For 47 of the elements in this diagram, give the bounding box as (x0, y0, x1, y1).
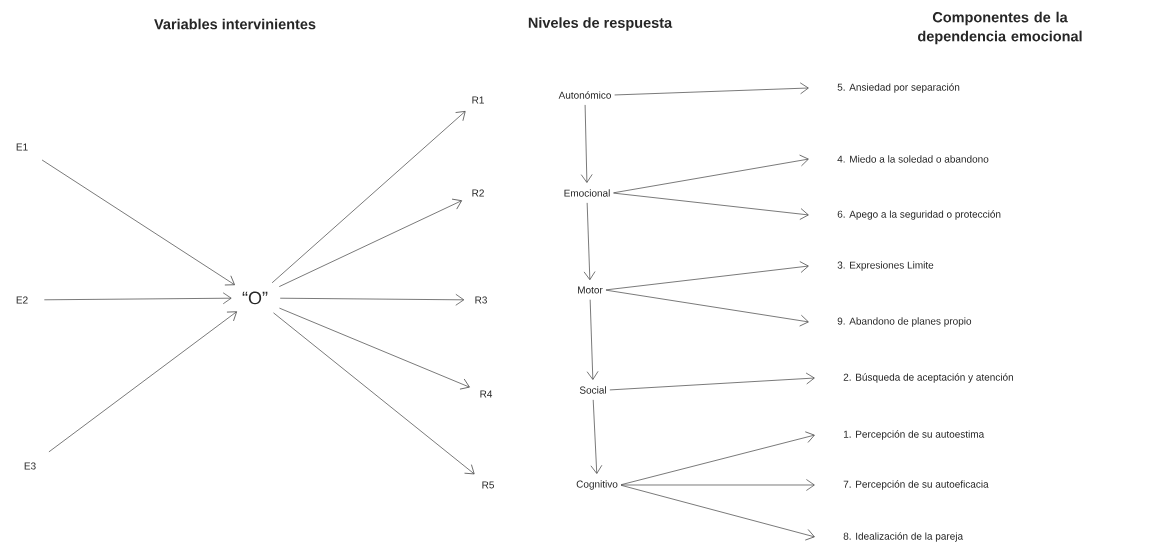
response-label: R1 (472, 96, 484, 104)
level-label: Emocional (564, 189, 610, 197)
component-label: 8. Idealización de la pareja (843, 532, 964, 542)
arrow (620, 479, 815, 491)
component-label: 7. Percepción de su autoeficacia (843, 480, 989, 490)
component-label: 1. Percepción de su autoestima (843, 430, 985, 440)
arrow (273, 312, 475, 475)
variable-label: E1 (16, 143, 28, 151)
component-label: 9. Abandono de planes propio (837, 317, 972, 327)
organism-label: “O” (242, 291, 268, 305)
response-label: R4 (480, 390, 493, 398)
arrow (278, 198, 462, 287)
response-label: R3 (475, 296, 487, 304)
level-label: Motor (578, 286, 603, 294)
column-heading: Componentes de la dependencia emocional (918, 11, 1082, 45)
arrow (279, 293, 465, 306)
response-label: R5 (482, 481, 494, 489)
level-label: Cognitivo (576, 480, 618, 490)
arrow (580, 104, 593, 183)
arrow (41, 159, 235, 286)
arrow (271, 111, 466, 284)
arrow (583, 202, 596, 281)
variable-label: E2 (16, 296, 28, 304)
column-heading: Variables intervinientes (154, 18, 316, 30)
column-heading: Niveles de respuesta (528, 17, 673, 31)
arrow (613, 154, 809, 194)
arrow (614, 82, 809, 96)
component-label: 5. Ansiedad por separación (837, 83, 960, 93)
arrow (586, 299, 599, 380)
level-label: Social (579, 386, 606, 394)
arrow (590, 399, 603, 474)
arrow (609, 372, 815, 391)
arrow (48, 311, 237, 453)
level-label: Autonómico (558, 91, 611, 99)
arrow (279, 307, 470, 390)
arrow (605, 261, 809, 291)
component-label: 3. Expresiones Limite (837, 261, 934, 271)
arrow (613, 192, 809, 220)
arrow (605, 289, 809, 327)
component-label: 4. Miedo a la soledad o abandono (837, 155, 989, 163)
component-label: 2. Búsqueda de aceptación y atención (843, 373, 1013, 383)
variable-label: E3 (24, 462, 36, 470)
arrow (620, 431, 815, 486)
response-label: R2 (472, 189, 484, 197)
component-label: 6. Apego a la seguridad o protección (837, 210, 1001, 220)
arrow (620, 484, 815, 541)
arrow (44, 292, 232, 305)
